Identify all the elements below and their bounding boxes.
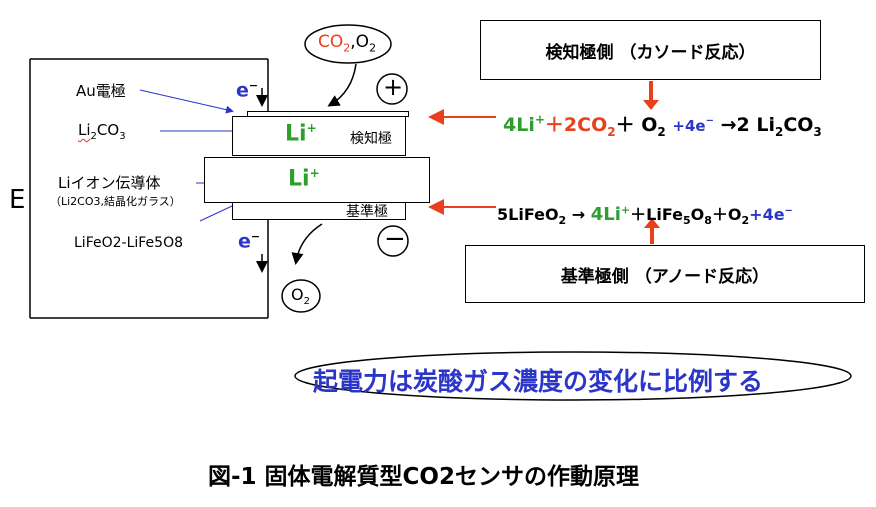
minus-sign: − [384,224,406,254]
cathode-down-head [643,100,659,110]
o2-bubble-text: O2 [291,285,310,308]
plus-sign: + [383,73,404,101]
electron-top: e− [236,79,259,102]
minus-circle [377,225,409,257]
electron-bottom: e− [238,230,261,253]
reference-electrode-label: 基準極 [346,204,388,220]
conductor-layer [204,157,430,203]
au-electrode-label: Au電極 [76,82,126,100]
circuit-wire [29,58,269,319]
anode-equation: 5LiFeO2 → 4Li+＋LiFe5O8＋O2+4e− [497,203,793,228]
statement-ellipse [294,351,852,401]
sensing-electrode-label: 検知極 [350,131,392,147]
gas-in-arrow [327,63,357,107]
sensing-layer [232,116,406,156]
li-ion-top: Li+ [285,121,317,147]
lifeo-label: LiFeO2-LiFe5O8 [74,235,183,251]
gas-bubble-text: CO2,O2 [318,32,377,55]
voltage-label: E [9,185,26,215]
conductor-note: （Li2CO3,結晶化ガラス） [50,195,181,208]
cathode-equation: 4Li+＋2CO2＋ O2 +4e− →2 Li2CO3 [503,112,822,139]
o2-out-arrow [291,223,323,265]
o2-bubble-ellipse [281,279,321,313]
au-pointer [139,89,234,114]
anode-reaction-box: 基準極側 （アノード反応） [465,245,865,303]
conductor-label: Liイオン伝導体 [58,174,161,192]
plus-circle [376,73,408,105]
figure-caption: 図-1 固体電解質型CO2センサの作動原理 [208,464,639,490]
lifeo-pointer [199,205,233,222]
gas-bubble-ellipse [304,24,392,64]
li2co3-label: Li2CO3 [78,121,126,142]
reference-layer [232,202,406,220]
statement-text: 起電力は炭酸ガス濃度の変化に比例する [313,367,764,396]
li-ion-mid: Li+ [288,166,320,192]
anode-up-head [644,218,660,228]
cathode-reaction-box: 検知極側 （カソード反応） [480,20,821,80]
